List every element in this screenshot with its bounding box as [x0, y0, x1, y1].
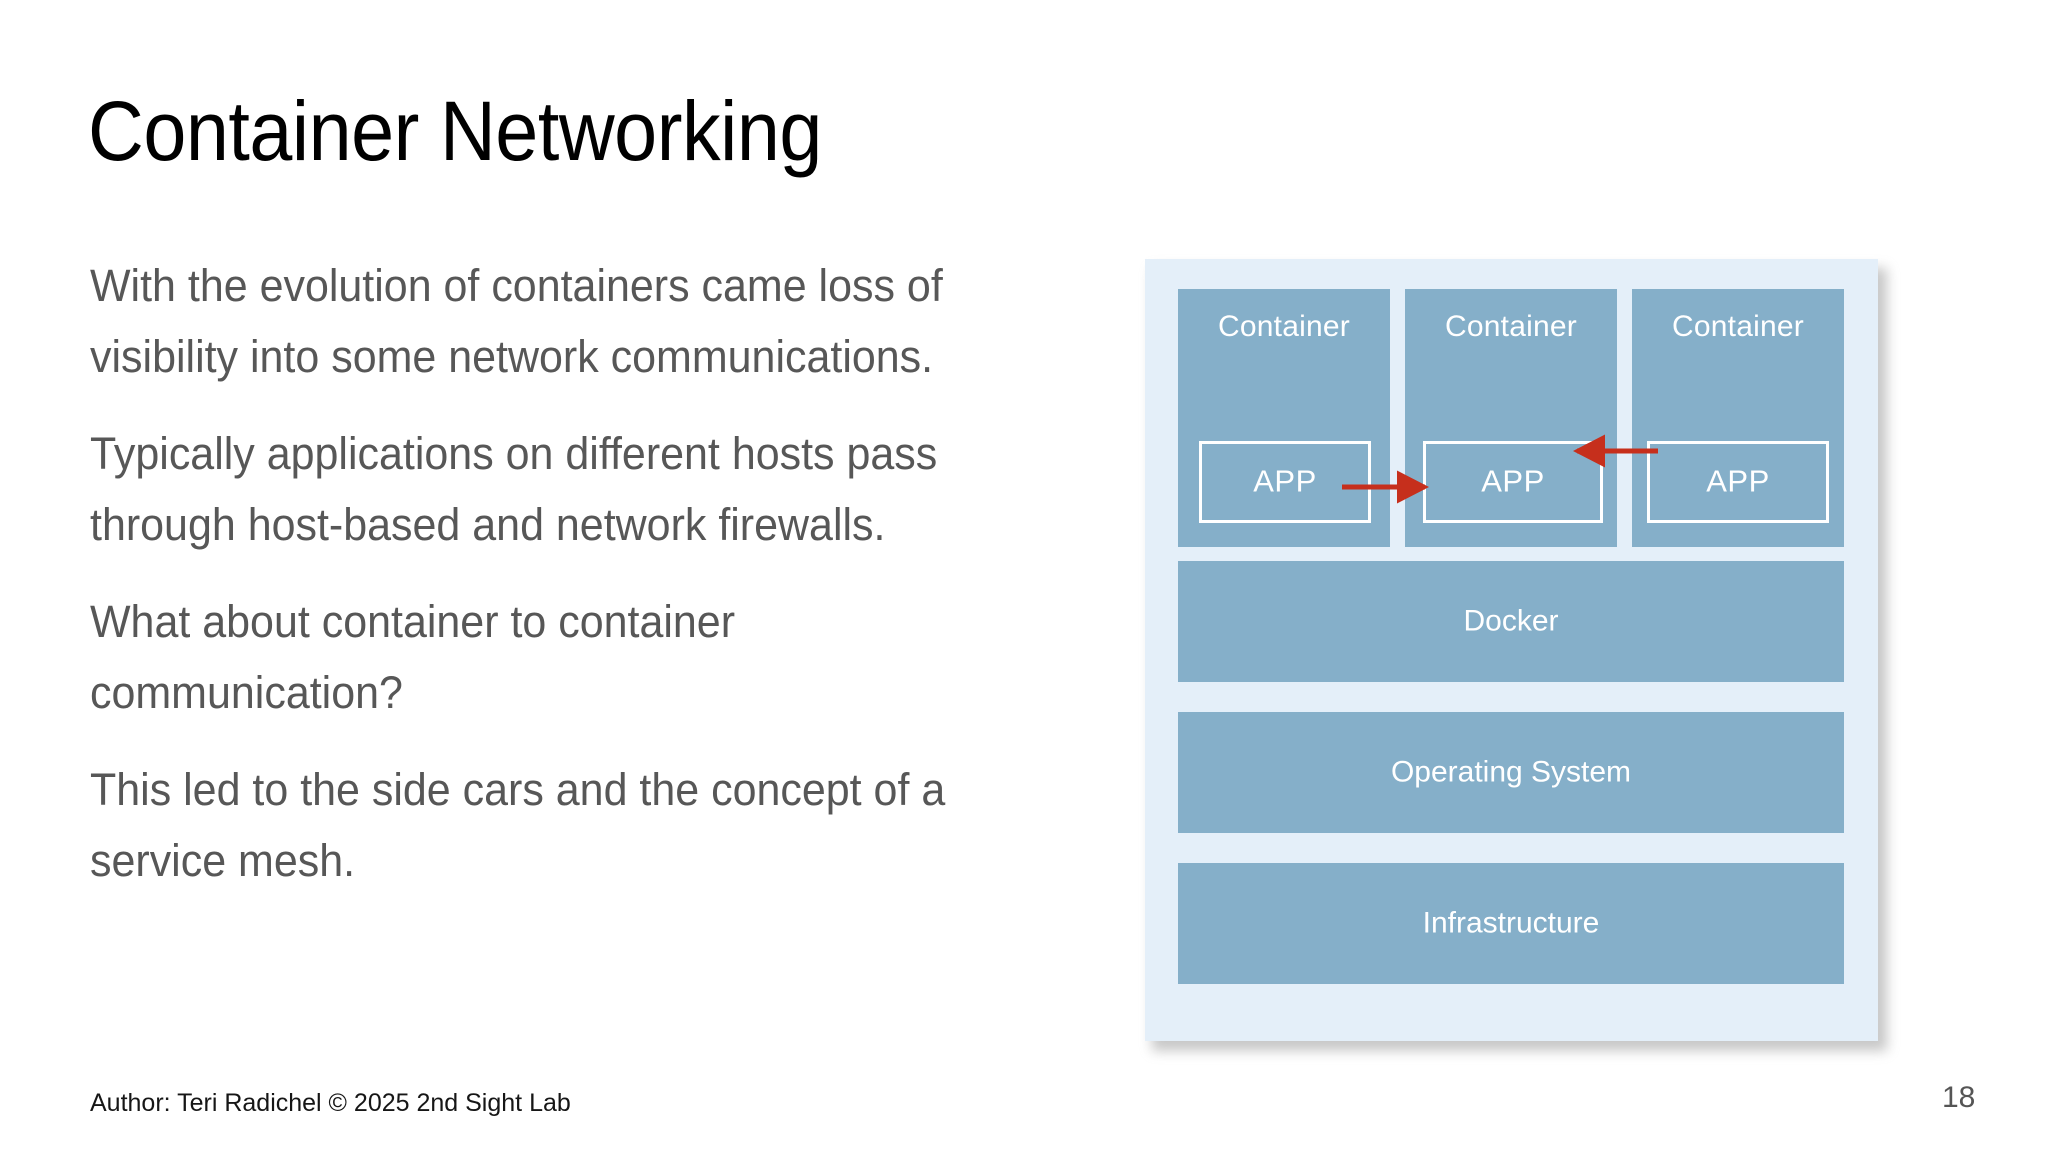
container-row: Container APP Container APP Container AP… — [1178, 289, 1844, 547]
body-paragraph-1: With the evolution of containers came lo… — [90, 260, 943, 382]
body-paragraph-4: This led to the side cars and the concep… — [90, 764, 946, 886]
container-label: Container — [1218, 310, 1350, 343]
layer-box-docker: Docker — [1178, 561, 1844, 682]
layer-box-infrastructure: Infrastructure — [1178, 863, 1844, 984]
slide-title: Container Networking — [88, 84, 822, 178]
app-label: APP — [1706, 463, 1770, 499]
container-box-2: Container APP — [1405, 289, 1617, 547]
container-box-1: Container APP — [1178, 289, 1390, 547]
body-paragraph-3: What about container to container commun… — [90, 596, 736, 718]
layer-box-operating-system: Operating System — [1178, 712, 1844, 833]
app-box-3: APP — [1647, 441, 1829, 523]
app-label: APP — [1481, 463, 1545, 499]
container-label: Container — [1672, 310, 1804, 343]
layer-label: Infrastructure — [1422, 905, 1600, 939]
app-label: APP — [1253, 463, 1317, 499]
page-number: 18 — [1942, 1081, 1976, 1114]
app-box-2: APP — [1423, 441, 1603, 523]
layer-label: Docker — [1463, 603, 1559, 637]
container-label: Container — [1445, 310, 1577, 343]
app-box-1: APP — [1199, 441, 1371, 523]
body-paragraph-2: Typically applications on different host… — [90, 428, 938, 550]
container-architecture-diagram: Container APP Container APP Container AP… — [1145, 259, 1878, 1041]
body-text-column: With the evolution of containers came lo… — [90, 250, 1075, 896]
container-box-3: Container APP — [1632, 289, 1844, 547]
footer-author: Author: Teri Radichel © 2025 2nd Sight L… — [90, 1089, 571, 1117]
layer-label: Operating System — [1390, 754, 1632, 788]
